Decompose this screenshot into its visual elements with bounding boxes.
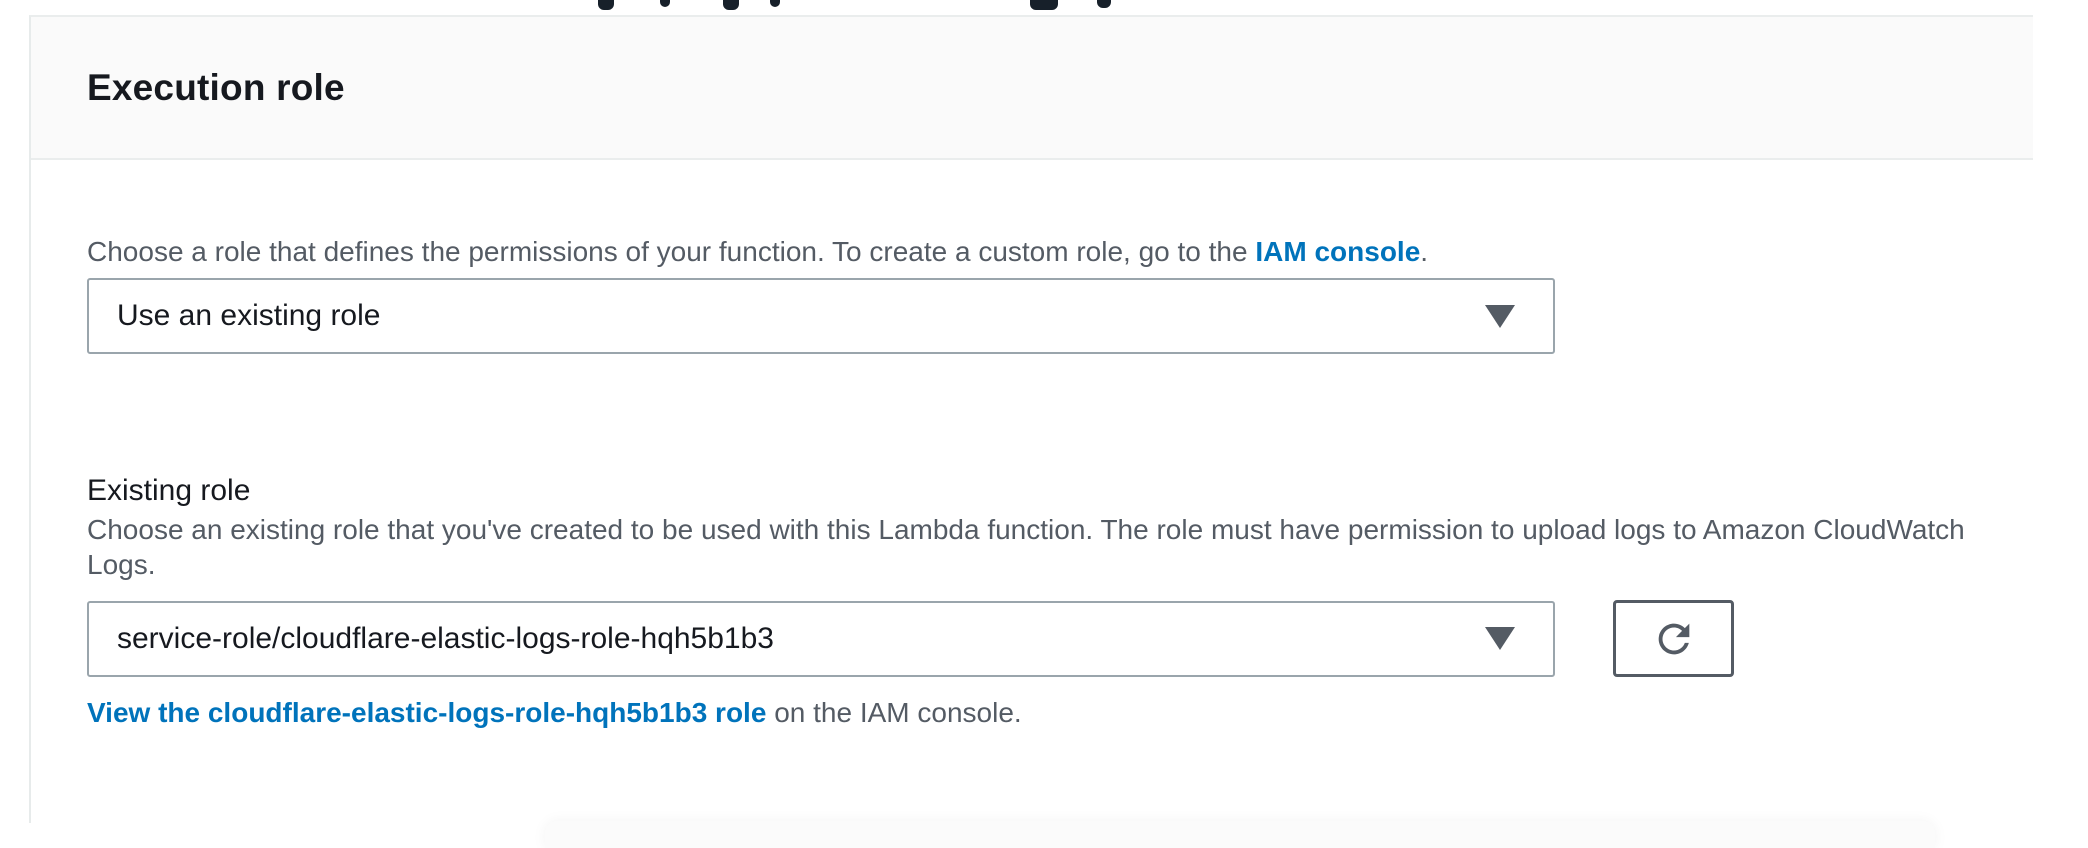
role-source-selected-value: Use an existing role (117, 299, 381, 332)
clipped-text-fragment (770, 0, 780, 7)
clipped-text-fragment (723, 0, 739, 10)
view-role-line: View the cloudflare-elastic-logs-role-hq… (87, 697, 2033, 729)
view-role-suffix: on the IAM console. (766, 697, 1022, 728)
execution-role-panel: Execution role Choose a role that define… (29, 15, 2033, 823)
existing-role-help-text: Choose an existing role that you've crea… (87, 514, 1965, 580)
refresh-roles-button[interactable] (1613, 600, 1734, 677)
panel-header: Execution role (31, 17, 2033, 160)
role-permissions-description: Choose a role that defines the permissio… (87, 236, 1987, 268)
clipped-text-fragment (1030, 0, 1058, 10)
panel-body: Choose a role that defines the permissio… (31, 236, 2033, 729)
existing-role-selected-value: service-role/cloudflare-elastic-logs-rol… (117, 621, 774, 655)
description-period: . (1420, 236, 1429, 267)
panel-title: Execution role (87, 66, 345, 108)
next-section-edge (545, 821, 1935, 848)
existing-role-label: Existing role (87, 474, 251, 507)
iam-console-link[interactable]: IAM console (1255, 236, 1421, 267)
clipped-text-fragment (1097, 0, 1111, 8)
view-role-link[interactable]: View the cloudflare-elastic-logs-role-hq… (87, 697, 767, 728)
existing-role-select[interactable]: service-role/cloudflare-elastic-logs-rol… (87, 600, 1555, 677)
chevron-down-icon (1485, 627, 1515, 650)
clipped-text-fragment (598, 0, 614, 10)
refresh-icon (1658, 623, 1689, 654)
role-source-select[interactable]: Use an existing role (87, 278, 1555, 354)
clipped-text-fragment (660, 0, 670, 7)
existing-role-row: service-role/cloudflare-elastic-logs-rol… (87, 600, 2033, 677)
chevron-down-icon (1485, 304, 1515, 328)
description-text: Choose a role that defines the permissio… (87, 236, 1256, 267)
